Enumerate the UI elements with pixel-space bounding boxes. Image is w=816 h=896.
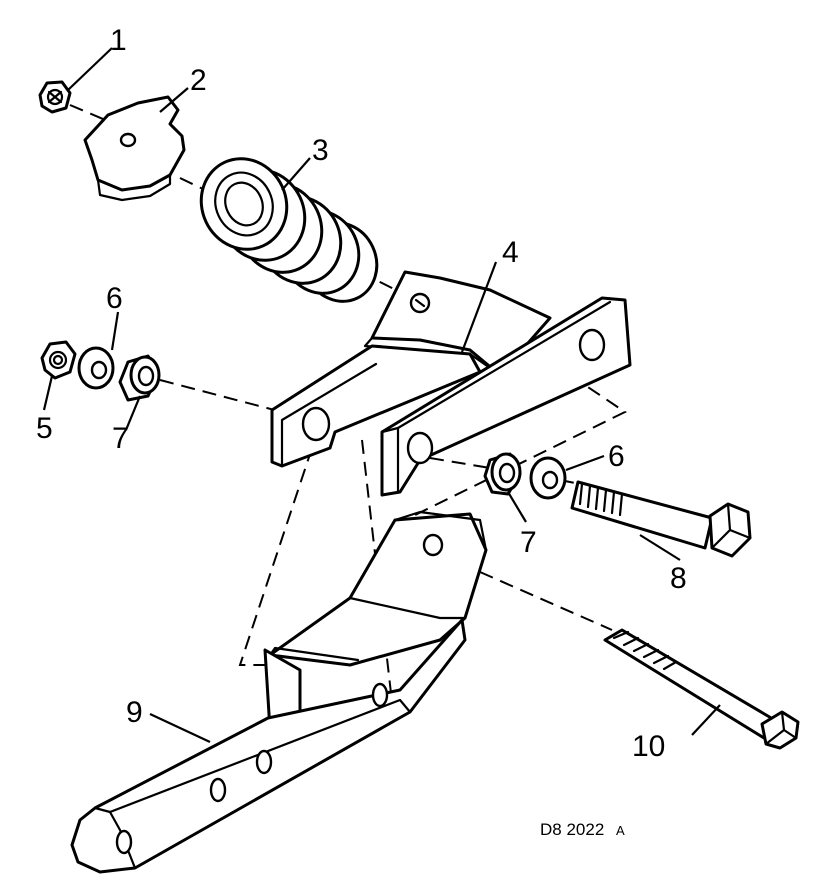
leader-4 [460,261,498,353]
leader-6-right [565,454,605,472]
drawing-code-suffix: A [616,823,625,838]
spring-seat-plate [83,95,186,202]
hex-nut-top [38,80,72,114]
leader-9 [149,713,211,743]
bolt-right [570,480,752,558]
leader-5 [42,375,54,411]
leader-6-left [110,311,120,351]
leader-3 [281,157,311,191]
callout-3: 3 [312,134,329,167]
callout-labels: 1 2 3 4 5 6 7 6 7 8 9 10 [36,24,687,763]
assembly-line-nut-to-plate [69,104,111,123]
drawing-code-main: D8 2022 [540,820,604,839]
callout-7-left: 7 [112,422,129,455]
spacer-left [118,354,161,402]
assembly-line-plate-to-spring [179,177,206,191]
callout-4: 4 [502,236,519,269]
hex-nut-left [40,340,77,380]
assembly-line-left-down [238,447,313,666]
assembly-line-spacer-to-bracket [159,379,306,419]
lower-arm [70,510,488,874]
callout-2: 2 [190,64,207,97]
callout-1: 1 [110,24,127,57]
callout-7-right: 7 [520,526,537,559]
leader-7-left [124,395,142,431]
bolt-long [603,628,800,750]
leader-2 [159,87,189,113]
spacer-right [483,452,522,496]
leader-7-right [507,491,527,523]
leader-lines [42,47,721,743]
leader-8 [639,534,681,561]
washer-right [529,456,567,500]
leader-1 [67,47,113,91]
assembly-line-bracket-to-washer [429,457,491,469]
callout-6-left: 6 [106,282,123,315]
leader-10 [691,704,721,736]
coil-spring [199,157,379,303]
callout-9: 9 [126,696,143,729]
assembly-line-bracket-right [414,374,627,516]
washer-left [77,346,115,390]
assembly-line-arm-to-bolt [479,571,613,631]
drawing-code: D8 2022 A [540,820,625,839]
callout-8: 8 [670,562,687,595]
callout-5: 5 [36,412,53,445]
pivot-bracket [270,270,632,497]
callout-10: 10 [632,730,665,763]
callout-6-right: 6 [608,440,625,473]
